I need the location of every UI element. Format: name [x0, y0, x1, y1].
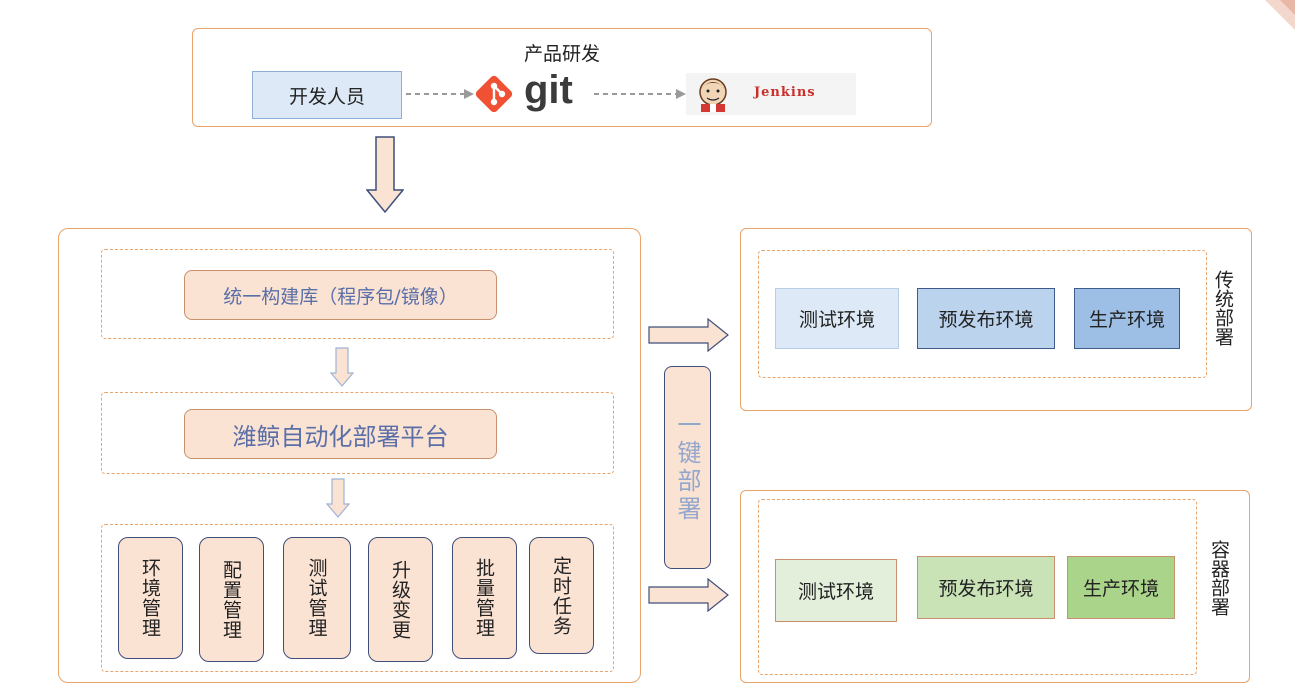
- deploy-platform-box: 潍鲸自动化部署平台: [184, 409, 497, 459]
- module-label: 批量管理: [473, 558, 495, 638]
- modules-section: [101, 524, 614, 672]
- env-label: 预发布环境: [938, 578, 1034, 600]
- jenkins-logo: Jenkins: [686, 73, 856, 115]
- jenkins-wordmark: Jenkins: [754, 85, 816, 100]
- module-test-management: 测试管理: [283, 537, 351, 659]
- one-click-deploy-label: 一键部署: [673, 411, 701, 524]
- to-traditional-arrow: [648, 318, 729, 352]
- platform-to-modules-arrow: [326, 478, 350, 518]
- git-logo: git: [470, 68, 590, 118]
- git-to-jenkins-arrow: [594, 89, 686, 99]
- trad-test-env: 测试环境: [775, 288, 899, 349]
- traditional-env-section: [758, 250, 1207, 378]
- container-test-env: 测试环境: [775, 559, 897, 622]
- corner-decoration: [1235, 0, 1295, 60]
- container-deploy-title: 容器部署: [1208, 540, 1230, 616]
- to-container-arrow: [648, 578, 729, 612]
- module-scheduled-tasks: 定时任务: [529, 537, 594, 654]
- env-label: 测试环境: [797, 581, 874, 603]
- build-repo-box: 统一构建库（程序包/镜像）: [184, 270, 497, 320]
- traditional-deploy-title: 传统部署: [1212, 270, 1234, 346]
- one-click-deploy-box: 一键部署: [664, 366, 711, 569]
- module-batch-management: 批量管理: [452, 537, 517, 659]
- developer-box: 开发人员: [252, 71, 402, 119]
- developer-label: 开发人员: [288, 85, 365, 108]
- module-label: 定时任务: [550, 555, 572, 636]
- module-upgrade-change: 升级变更: [368, 537, 433, 662]
- env-label: 预发布环境: [938, 309, 1034, 331]
- deploy-platform-label: 潍鲸自动化部署平台: [232, 422, 449, 451]
- module-config-management: 配置管理: [199, 537, 264, 662]
- module-label: 测试管理: [305, 558, 328, 638]
- trad-prod-env: 生产环境: [1074, 288, 1180, 349]
- trad-preprod-env: 预发布环境: [917, 288, 1055, 349]
- git-wordmark: git: [524, 68, 573, 112]
- module-label: 配置管理: [220, 559, 242, 640]
- env-label: 测试环境: [798, 309, 875, 331]
- container-env-section: [758, 499, 1197, 675]
- env-label: 生产环境: [1082, 578, 1159, 600]
- module-env-management: 环境管理: [118, 537, 183, 659]
- jenkins-butler-icon: [699, 78, 727, 112]
- env-label: 生产环境: [1088, 309, 1165, 331]
- build-section: [101, 249, 614, 339]
- product-dev-title: 产品研发: [523, 43, 600, 65]
- container-prod-env: 生产环境: [1067, 556, 1175, 619]
- container-preprod-env: 预发布环境: [917, 556, 1055, 619]
- git-icon: [475, 75, 513, 113]
- product-to-platform-arrow: [366, 136, 404, 214]
- build-to-platform-arrow: [330, 347, 354, 387]
- build-repo-label: 统一构建库（程序包/镜像）: [223, 285, 458, 308]
- module-label: 环境管理: [139, 558, 161, 638]
- dev-to-git-arrow: [406, 89, 474, 99]
- module-label: 升级变更: [389, 559, 411, 640]
- deploy-platform-section: [101, 392, 614, 474]
